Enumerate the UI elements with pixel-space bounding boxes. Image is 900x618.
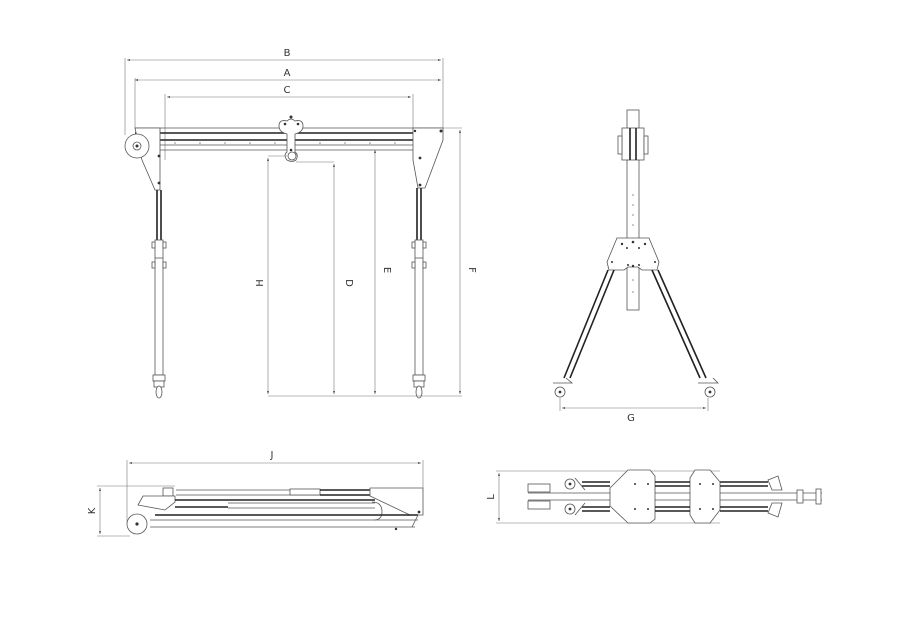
folded-side-view: J K xyxy=(87,450,424,537)
left-end-plate xyxy=(124,127,161,191)
dimension-d: D xyxy=(296,161,354,394)
dimension-j: J xyxy=(126,450,424,525)
dimension-k: K xyxy=(87,485,175,537)
dimension-label-b: B xyxy=(284,48,291,59)
dimension-label-c: C xyxy=(284,85,291,96)
dimension-a: A xyxy=(134,68,441,128)
side-left-leg xyxy=(553,269,615,398)
dimension-b: B xyxy=(124,48,444,135)
right-leg xyxy=(411,188,427,399)
right-end-plate xyxy=(412,127,444,189)
folded-top-view: L xyxy=(486,469,822,524)
gantry-beam xyxy=(135,127,443,151)
trolley xyxy=(278,115,304,162)
left-leg xyxy=(151,190,167,399)
dimension-label-a: A xyxy=(284,68,291,79)
dimension-label-l: L xyxy=(486,494,497,500)
front-view: B A C xyxy=(124,48,477,399)
dimension-label-d: D xyxy=(343,279,354,287)
dimension-h: H xyxy=(255,155,287,394)
side-right-leg xyxy=(651,269,719,398)
dimension-label-g: G xyxy=(627,413,635,424)
dimension-label-f: F xyxy=(466,267,477,273)
dimension-l: L xyxy=(486,470,720,524)
side-view: G xyxy=(553,109,719,424)
dimension-label-k: K xyxy=(87,507,98,514)
dimension-c: C xyxy=(164,85,414,160)
dimension-f: F xyxy=(443,127,477,394)
dimension-label-e: E xyxy=(381,267,392,273)
dimension-label-j: J xyxy=(270,450,274,461)
dimension-e: E xyxy=(374,150,392,394)
dimension-g: G xyxy=(559,398,709,424)
dimension-label-h: H xyxy=(255,279,266,287)
